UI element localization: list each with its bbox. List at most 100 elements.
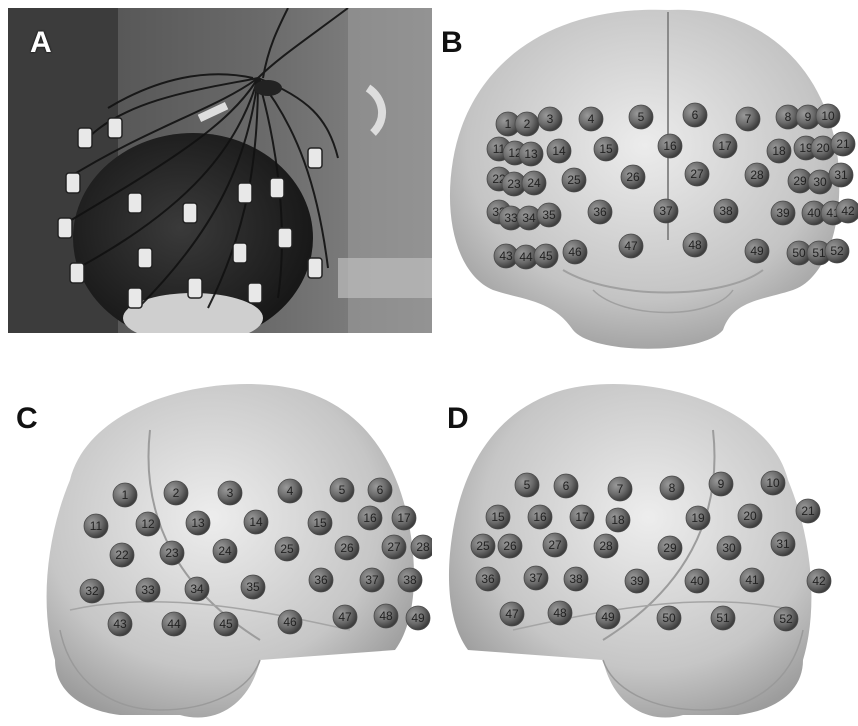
electrode-40: 40 [685, 569, 709, 593]
electrode-37: 37 [654, 199, 678, 223]
electrode-42: 42 [836, 199, 858, 223]
electrode-11: 11 [84, 514, 108, 538]
electrode-49: 49 [406, 606, 430, 630]
electrode-23: 23 [160, 541, 184, 565]
electrode-label: 47 [624, 239, 638, 253]
electrode-label: 44 [519, 250, 533, 264]
electrode-label: 49 [601, 610, 615, 624]
electrode-label: 38 [569, 572, 583, 586]
electrode-24: 24 [522, 171, 546, 195]
eeg-cap-photo [8, 8, 432, 333]
electrode-7: 7 [736, 107, 760, 131]
electrode-label: 21 [801, 504, 815, 518]
electrode-label: 36 [481, 572, 495, 586]
electrode-label: 49 [750, 244, 764, 258]
electrode-label: 24 [527, 176, 541, 190]
electrode-label: 51 [812, 246, 826, 260]
electrode-label: 7 [745, 112, 752, 126]
electrode-31: 31 [829, 163, 853, 187]
electrode-21: 21 [831, 132, 855, 156]
electrode-29: 29 [658, 536, 682, 560]
electrode-47: 47 [619, 234, 643, 258]
electrode-15: 15 [594, 137, 618, 161]
electrode-label: 6 [563, 479, 570, 493]
electrode-label: 26 [340, 541, 354, 555]
electrode-label: 45 [219, 617, 233, 631]
electrode-44: 44 [162, 612, 186, 636]
electrode-label: 16 [363, 511, 377, 525]
electrode-label: 30 [722, 541, 736, 555]
electrode-label: 9 [718, 477, 725, 491]
electrode-label: 38 [719, 204, 733, 218]
electrode-39: 39 [625, 569, 649, 593]
electrode-27: 27 [382, 535, 406, 559]
electrode-25: 25 [471, 534, 495, 558]
electrode-label: 43 [499, 249, 513, 263]
electrode-label: 1 [505, 117, 512, 131]
panel-label-d: D [447, 402, 469, 436]
electrode-3: 3 [218, 481, 242, 505]
electrode-37: 37 [524, 566, 548, 590]
electrode-13: 13 [519, 142, 543, 166]
electrode-21: 21 [796, 499, 820, 523]
electrode-label: 34 [190, 582, 204, 596]
electrode-45: 45 [534, 244, 558, 268]
electrode-12: 12 [136, 512, 160, 536]
electrode-15: 15 [308, 511, 332, 535]
electrode-label: 15 [313, 516, 327, 530]
electrode-17: 17 [570, 505, 594, 529]
electrode-9: 9 [709, 472, 733, 496]
electrode-label: 47 [505, 607, 519, 621]
electrode-4: 4 [579, 107, 603, 131]
electrode-label: 29 [663, 541, 677, 555]
electrode-label: 34 [522, 211, 536, 225]
electrode-label: 25 [280, 542, 294, 556]
electrode-label: 15 [599, 142, 613, 156]
electrode-label: 50 [792, 246, 806, 260]
electrode-label: 25 [567, 173, 581, 187]
electrode-22: 22 [110, 543, 134, 567]
electrode-label: 5 [339, 483, 346, 497]
electrode-25: 25 [562, 168, 586, 192]
electrode-49: 49 [745, 239, 769, 263]
electrode-52: 52 [825, 239, 849, 263]
electrode-19: 19 [686, 506, 710, 530]
electrode-label: 13 [524, 147, 538, 161]
electrode-14: 14 [244, 510, 268, 534]
electrode-label: 42 [812, 574, 826, 588]
electrode-36: 36 [309, 568, 333, 592]
electrode-label: 40 [807, 206, 821, 220]
electrode-label: 42 [841, 204, 855, 218]
electrode-label: 31 [776, 537, 790, 551]
electrode-label: 17 [718, 139, 732, 153]
panel-label-a: A [30, 26, 52, 60]
electrode-18: 18 [606, 508, 630, 532]
electrode-label: 11 [90, 519, 103, 533]
panel-a-photo: A [8, 8, 432, 333]
electrode-7: 7 [608, 477, 632, 501]
electrode-label: 50 [662, 611, 676, 625]
electrode-10: 10 [816, 104, 840, 128]
electrode-label: 16 [663, 139, 677, 153]
electrode-label: 23 [507, 177, 521, 191]
electrode-label: 5 [524, 478, 531, 492]
electrode-5: 5 [515, 473, 539, 497]
electrode-label: 12 [141, 517, 155, 531]
electrode-label: 37 [529, 571, 543, 585]
electrode-28: 28 [594, 534, 618, 558]
electrode-41: 41 [740, 568, 764, 592]
electrode-35: 35 [537, 203, 561, 227]
electrode-label: 2 [173, 486, 180, 500]
electrode-4: 4 [278, 479, 302, 503]
electrode-39: 39 [771, 201, 795, 225]
electrode-label: 36 [593, 205, 607, 219]
electrode-48: 48 [683, 233, 707, 257]
electrode-47: 47 [333, 605, 357, 629]
electrode-label: 37 [659, 204, 673, 218]
electrode-label: 32 [85, 584, 99, 598]
electrode-label: 36 [314, 573, 328, 587]
electrode-label: 38 [403, 573, 417, 587]
electrode-label: 21 [836, 137, 850, 151]
